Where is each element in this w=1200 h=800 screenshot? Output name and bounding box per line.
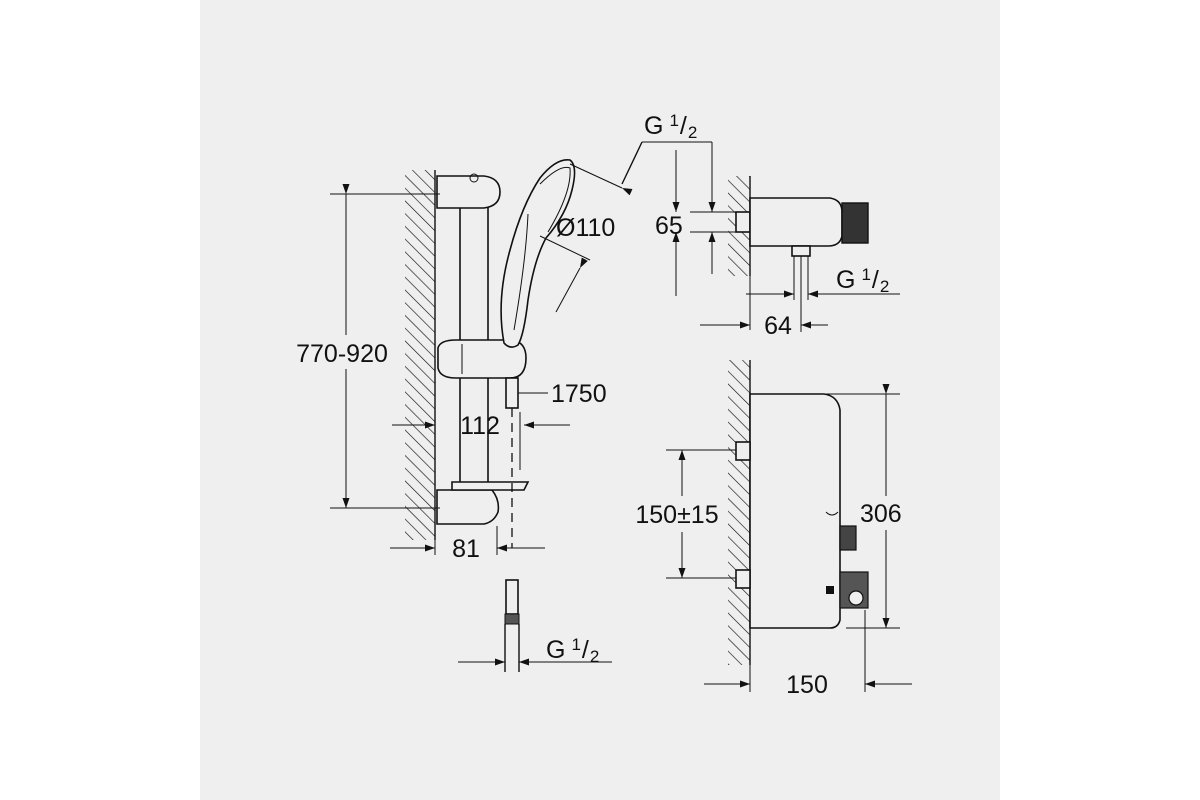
mixer-outlet-knob xyxy=(839,571,869,609)
dim-label-bg xyxy=(280,335,400,369)
dim-rail-height: 770-920 xyxy=(296,340,388,368)
mixer-body-front xyxy=(749,393,841,629)
hand-shower xyxy=(500,159,576,348)
dim-leader xyxy=(621,141,643,185)
wall-hatch-left xyxy=(405,170,435,540)
shower-head-face xyxy=(539,166,571,233)
rail-top-bracket xyxy=(436,175,501,209)
hose-connector xyxy=(505,377,519,409)
bracket-screw xyxy=(469,173,479,183)
hose-nipple xyxy=(505,579,519,615)
wall-connection-lower xyxy=(735,569,751,589)
mixer-body-side xyxy=(749,197,843,247)
mixer-outlet xyxy=(791,245,811,257)
dim-hose-length: 1750 xyxy=(551,380,607,408)
dim-wall-bracket: 81 xyxy=(452,535,480,563)
wall-connection-upper xyxy=(735,441,751,461)
dim-mixer-height: 306 xyxy=(860,500,902,528)
shower-handle-line xyxy=(513,213,529,331)
body-dot xyxy=(826,586,834,594)
dim-line-diameter xyxy=(569,163,633,196)
drawing-sheet xyxy=(200,0,1000,800)
mixer-knob-right xyxy=(839,525,857,551)
dim-arrow-diameter xyxy=(555,257,588,313)
dim-line-diameter-2 xyxy=(539,235,591,261)
rail-slider xyxy=(437,339,527,379)
dim-connection-spacing: 65 xyxy=(655,212,683,240)
dim-rail-projection: 112 xyxy=(460,412,500,440)
mixer-handle-grip xyxy=(841,202,869,244)
dim-mixer-depth: 150 xyxy=(786,671,828,699)
dim-diameter: Ø110 xyxy=(556,214,615,242)
mixer-front-view: 150±15 306 150 xyxy=(635,360,912,699)
wall-hatch-bottom xyxy=(728,360,750,665)
outlet-hole xyxy=(848,590,864,606)
hose-thread xyxy=(504,613,520,625)
body-mark xyxy=(825,511,839,516)
soap-shelf xyxy=(451,481,530,491)
wall-connection xyxy=(735,211,751,233)
dim-eccentric-spacing: 150±15 xyxy=(635,501,718,529)
dim-outlet-offset: 64 xyxy=(764,312,792,340)
rail-bottom-bracket xyxy=(436,489,500,525)
